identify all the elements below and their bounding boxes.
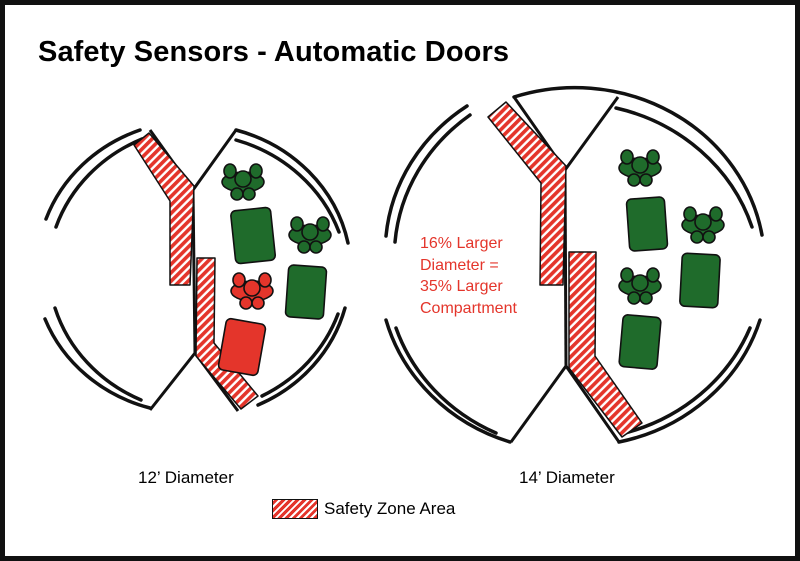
door-14ft-safety-zones: [487, 101, 643, 438]
safety-zone-upper: [487, 101, 567, 286]
door-12ft-caption: 12’ Diameter: [138, 468, 234, 487]
legend: Safety Zone Area: [272, 497, 455, 521]
door-12ft: [43, 128, 350, 412]
luggage-cart-icon: [230, 206, 277, 265]
door-12ft-enclosure: [43, 128, 350, 410]
safety-zone-lower: [568, 251, 643, 438]
diagram-title: Safety Sensors - Automatic Doors: [38, 36, 510, 68]
luggage-cart-icon: [625, 196, 669, 252]
safety-zone-upper: [133, 132, 195, 286]
door-14ft-enclosure: [384, 85, 764, 444]
person-top-view-icon: [288, 216, 332, 254]
person-top-view-icon: [618, 149, 662, 187]
safety-zone-lower: [195, 257, 259, 410]
person-top-view-icon: [221, 163, 265, 201]
door-12ft-safety-zones: [133, 132, 259, 410]
door-12ft-occupants: [217, 163, 332, 377]
luggage-cart-icon: [618, 314, 662, 370]
person-top-view-icon: [681, 206, 725, 244]
luggage-cart-icon: [679, 252, 721, 309]
luggage-cart-icon: [217, 317, 267, 377]
luggage-cart-icon: [284, 264, 328, 320]
door-14ft: [384, 85, 764, 444]
legend-label: Safety Zone Area: [324, 499, 456, 518]
hatched-safety-zone-icon: [272, 499, 318, 519]
door-14ft-occupants: [618, 149, 725, 370]
door-14ft-caption: 14’ Diameter: [519, 468, 615, 487]
person-top-view-icon: [618, 267, 662, 305]
size-comparison-annotation: 16% Larger Diameter = 35% Larger Compart…: [420, 235, 517, 317]
person-top-view-icon: [230, 272, 274, 310]
